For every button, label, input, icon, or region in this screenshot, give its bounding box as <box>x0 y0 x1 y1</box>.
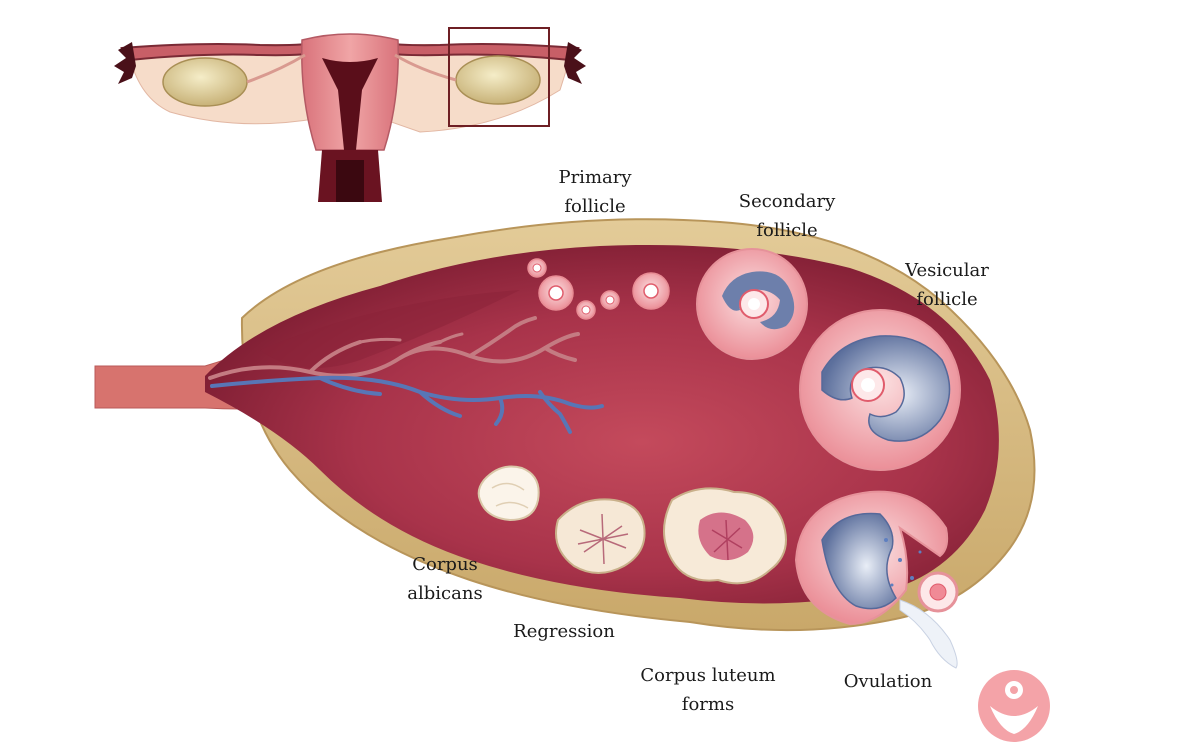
left-ovary-small <box>162 57 248 107</box>
vein <box>210 375 604 434</box>
ovulating-follicle-shape <box>794 490 959 669</box>
primary-follicles <box>527 258 670 320</box>
watermark-logo <box>978 670 1050 742</box>
uterine-cavity <box>322 58 378 150</box>
label-vesicular-follicle: Vesicular follicle <box>905 260 989 310</box>
label-secondary-follicle: Secondary follicle <box>738 191 836 241</box>
uterus-overview <box>114 27 586 202</box>
right-fimbriae <box>564 42 586 84</box>
vesicular-follicle-shape <box>799 309 961 471</box>
secondary-follicle-shape <box>696 248 808 360</box>
regression-shape <box>555 498 646 574</box>
highlight-box <box>448 27 550 127</box>
corpus-albicans-shape <box>477 465 540 522</box>
label-corpus-luteum-forms: Corpus luteum forms <box>640 665 776 715</box>
label-ovulation: Ovulation <box>843 671 933 692</box>
artery <box>208 316 580 380</box>
corpus-luteum-shape <box>663 487 787 585</box>
ovary-enlarged <box>94 218 1036 669</box>
right-ovary-small <box>455 55 541 105</box>
left-fimbriae <box>114 42 136 84</box>
label-regression: Regression <box>513 621 615 642</box>
label-primary-follicle: Primary follicle <box>558 167 632 217</box>
label-corpus-albicans: Corpus albicans <box>407 554 483 604</box>
